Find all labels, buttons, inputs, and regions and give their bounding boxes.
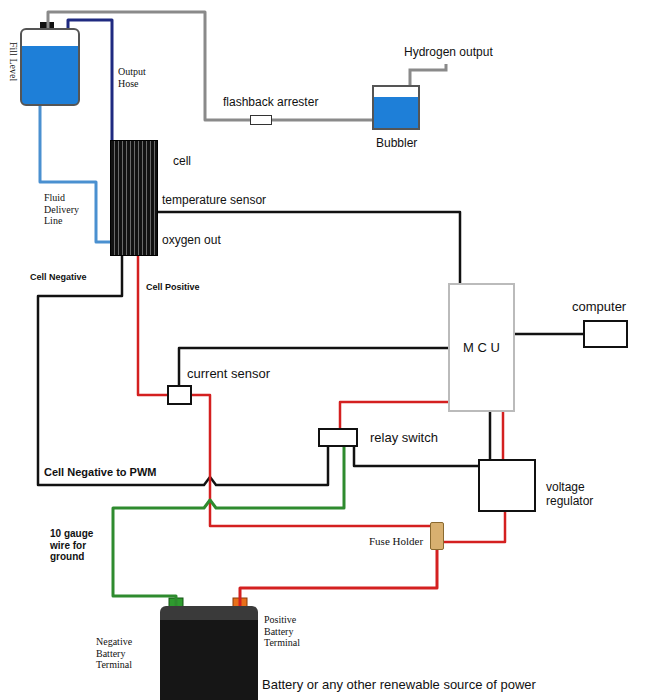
mcu-box: M C U bbox=[448, 283, 515, 412]
sensor-wire bbox=[179, 348, 448, 385]
fuse-holder: Fuse Holder bbox=[430, 522, 444, 550]
ground-wire bbox=[354, 447, 478, 466]
node-label: M C U bbox=[463, 340, 500, 355]
positive-wire bbox=[192, 395, 430, 526]
current-sensor-box: current sensor bbox=[167, 385, 192, 405]
reservoir-tank: Fill Level bbox=[20, 28, 80, 106]
supply-wire bbox=[489, 412, 492, 459]
node-label: relay switch bbox=[370, 431, 438, 446]
battery: Battery or any other renewable source of… bbox=[160, 606, 258, 700]
port-label: oxygen out bbox=[162, 234, 221, 248]
wire-label: Cell Positive bbox=[146, 282, 200, 292]
terminal-label: Positive Battery Terminal bbox=[264, 614, 326, 649]
node-label: voltage regulator bbox=[546, 481, 593, 509]
sensor-wire bbox=[158, 212, 460, 283]
bubbler-jar: Bubbler bbox=[372, 85, 420, 130]
computer-box: computer bbox=[583, 320, 628, 348]
node-label: cell bbox=[173, 155, 191, 169]
terminal-label: Negative Battery Terminal bbox=[96, 636, 156, 671]
wire-label: Cell Negative bbox=[30, 272, 87, 282]
negative-wire bbox=[38, 256, 328, 485]
wire-label: 10 gauge wire for ground bbox=[50, 528, 108, 563]
node-label: flashback arrester bbox=[223, 96, 318, 110]
wire-label: Fluid Delivery Line bbox=[44, 192, 92, 227]
output-label: Hydrogen output bbox=[404, 46, 493, 60]
node-label: computer bbox=[572, 300, 626, 315]
positive-wire bbox=[240, 550, 437, 606]
positive-wire bbox=[444, 512, 505, 542]
node-label: Bubbler bbox=[376, 137, 417, 151]
node-label: Fill Level bbox=[8, 42, 20, 81]
gas-hose bbox=[272, 119, 372, 122]
electrolysis-cell: cell bbox=[110, 140, 158, 256]
hydrogen-pipe bbox=[410, 64, 446, 85]
wire-label: temperature sensor bbox=[162, 194, 266, 208]
relay-box: relay switch bbox=[318, 428, 358, 447]
wire-label: Output Hose bbox=[118, 66, 162, 89]
data-wire bbox=[515, 333, 583, 336]
positive-wire bbox=[138, 256, 167, 395]
node-label: Battery or any other renewable source of… bbox=[262, 678, 536, 693]
supply-wire bbox=[502, 412, 505, 459]
wire-label: Cell Negative to PWM bbox=[44, 466, 156, 479]
flashback-arrester: flashback arrester bbox=[250, 115, 272, 125]
regulator-box: voltage regulator bbox=[478, 459, 536, 512]
node-label: Fuse Holder bbox=[369, 535, 423, 548]
control-wire bbox=[340, 402, 448, 428]
node-label: current sensor bbox=[187, 367, 270, 382]
fluid-line bbox=[40, 106, 110, 242]
